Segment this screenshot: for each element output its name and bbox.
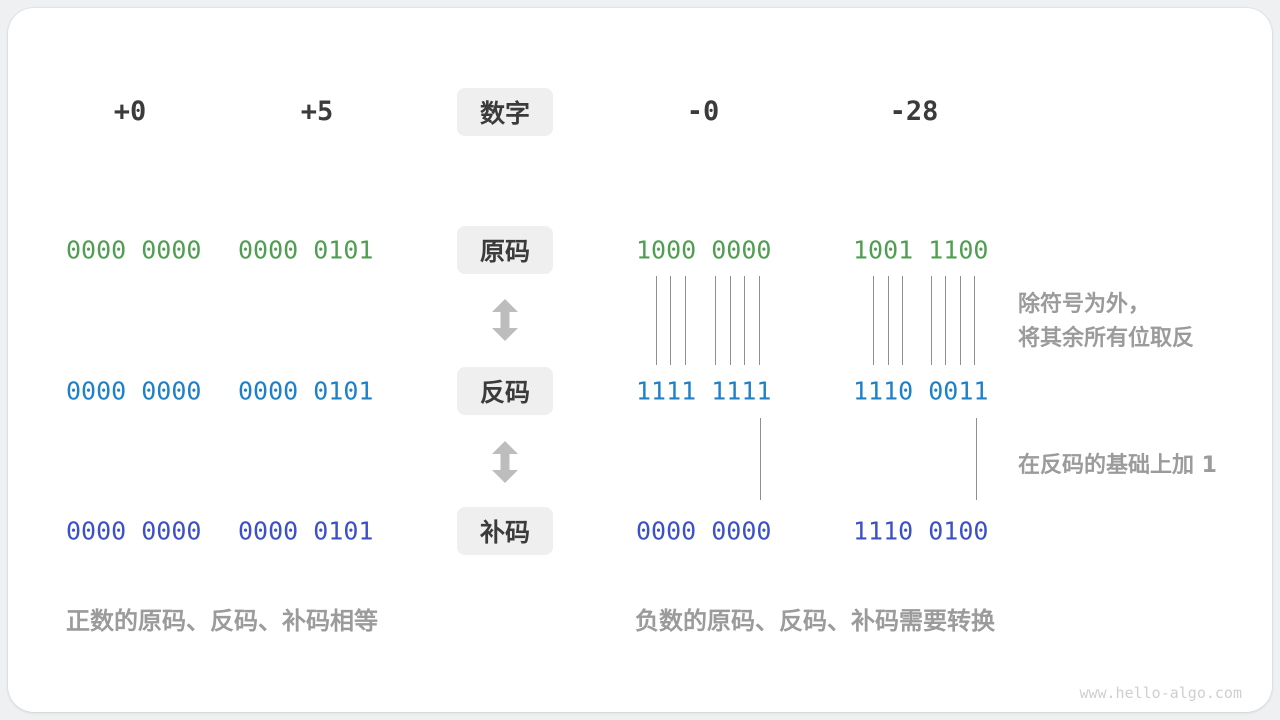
diagram-card: +0 +5 数字 -0 -28 0000 0000 0000 0101 原码 1… — [8, 8, 1272, 712]
flip-line — [730, 276, 731, 365]
flip-line — [685, 276, 686, 365]
header-label-number: 数字 — [457, 88, 553, 136]
row-label-twos-complement: 补码 — [457, 507, 553, 555]
annotation-add-one: 在反码的基础上加 1 — [1018, 453, 1217, 478]
ones-complement-plus-five: 0000 0101 — [238, 376, 374, 406]
add-one-line — [976, 418, 977, 500]
annotation-flip-line1: 除符号为外， — [1018, 292, 1151, 317]
updown-arrow-icon — [492, 299, 518, 341]
ones-complement-minus-28: 1110 0011 — [853, 376, 989, 406]
twos-complement-plus-five: 0000 0101 — [238, 516, 374, 546]
sign-magnitude-minus-28: 1001 1100 — [853, 235, 989, 265]
caption-negative-numbers: 负数的原码、反码、补码需要转换 — [635, 607, 995, 635]
row-label-sign-magnitude: 原码 — [457, 226, 553, 274]
updown-arrow-icon — [492, 441, 518, 483]
header-value-minus-28: -28 — [889, 96, 939, 127]
flip-line — [945, 276, 946, 365]
add-one-line — [760, 418, 761, 500]
ones-complement-minus-zero: 1111 1111 — [636, 376, 772, 406]
header-value-plus-five: +5 — [300, 96, 334, 127]
sign-magnitude-plus-zero: 0000 0000 — [66, 235, 202, 265]
flip-line — [931, 276, 932, 365]
header-value-plus-zero: +0 — [113, 96, 147, 127]
flip-line — [974, 276, 975, 365]
flip-line — [759, 276, 760, 365]
row-label-ones-complement: 反码 — [457, 367, 553, 415]
flip-line — [670, 276, 671, 365]
flip-line — [744, 276, 745, 365]
annotation-flip-line2: 将其余所有位取反 — [1018, 326, 1195, 351]
twos-complement-plus-zero: 0000 0000 — [66, 516, 202, 546]
flip-line — [888, 276, 889, 365]
flip-line — [656, 276, 657, 365]
caption-positive-numbers: 正数的原码、反码、补码相等 — [66, 607, 378, 635]
ones-complement-plus-zero: 0000 0000 — [66, 376, 202, 406]
watermark-url: www.hello-algo.com — [1079, 684, 1242, 702]
flip-line — [873, 276, 874, 365]
flip-line — [902, 276, 903, 365]
twos-complement-minus-zero: 0000 0000 — [636, 516, 772, 546]
twos-complement-minus-28: 1110 0100 — [853, 516, 989, 546]
sign-magnitude-minus-zero: 1000 0000 — [636, 235, 772, 265]
flip-line — [715, 276, 716, 365]
header-value-minus-zero: -0 — [686, 96, 720, 127]
sign-magnitude-plus-five: 0000 0101 — [238, 235, 374, 265]
flip-line — [960, 276, 961, 365]
